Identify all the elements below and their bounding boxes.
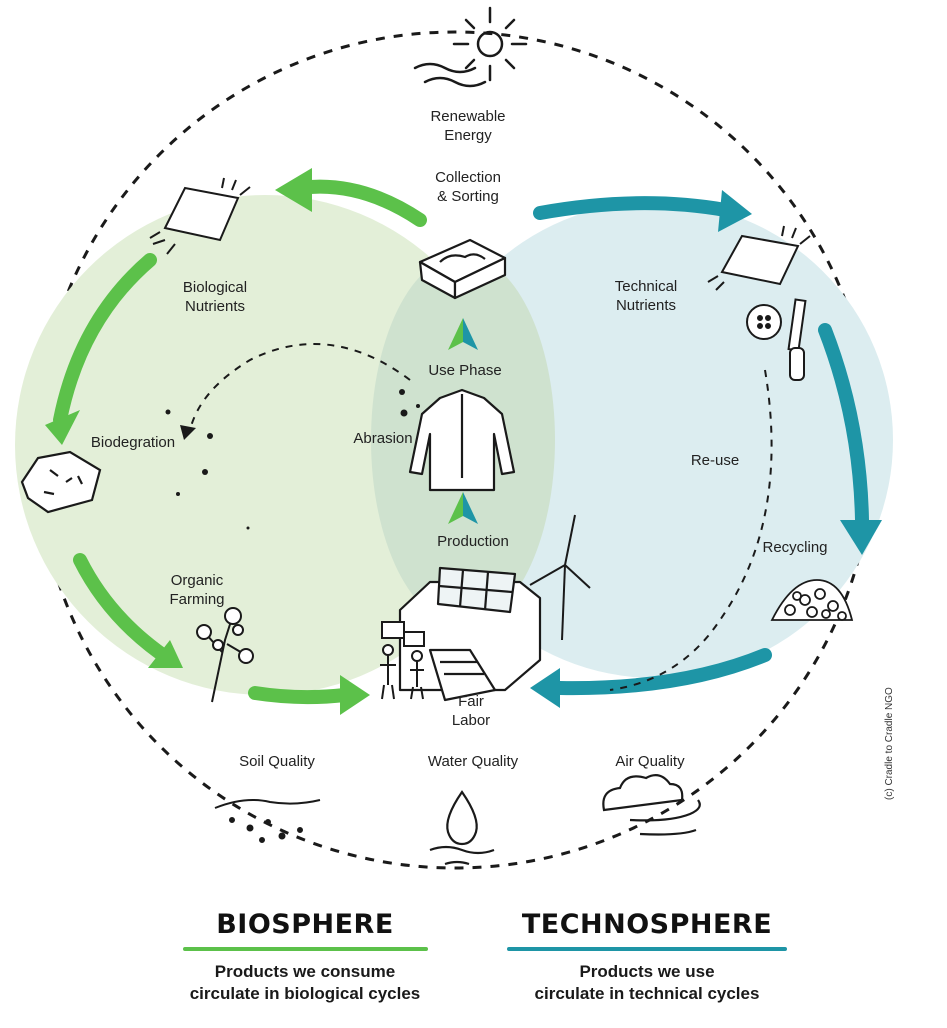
workers-icon xyxy=(380,621,425,700)
button-zipper-icon xyxy=(746,298,807,381)
pellets-icon xyxy=(770,579,854,621)
fabric-icon xyxy=(149,177,251,255)
use-phase-label: Use Phase xyxy=(428,362,502,379)
technosphere-line-2: circulate in technical cycles xyxy=(534,984,760,1003)
wind-turbine-icon xyxy=(529,514,591,641)
abrasion-arrowhead xyxy=(180,425,196,440)
re-use-dashed-loop xyxy=(609,369,773,691)
abrasion-dashed-loop xyxy=(189,343,411,431)
copyright-credit: (c) Cradle to Cradle NGO xyxy=(884,687,895,800)
biological-cycle-arrows xyxy=(53,179,427,705)
re-use-label: Re-use xyxy=(690,452,740,469)
biosphere-area xyxy=(15,195,515,695)
biosphere-line-1: Products we consume xyxy=(214,962,396,981)
production-up-arrow xyxy=(448,492,478,524)
technical-arrowheads xyxy=(530,190,882,708)
technosphere-line-1: Products we use xyxy=(579,962,715,981)
technosphere-underline xyxy=(507,947,787,951)
air-quality-label: Air Quality xyxy=(615,753,685,770)
water-quality-label: Water Quality xyxy=(427,753,519,770)
sun-icon xyxy=(413,6,528,88)
biosphere-legend: BIOSPHERE Products we consume circulate … xyxy=(155,905,455,1005)
abrasion-label: Abrasion xyxy=(353,430,413,447)
technosphere-legend: TECHNOSPHERE Products we use circulate i… xyxy=(497,905,797,1005)
jacket-icon xyxy=(408,388,516,492)
cloud-wind-icon xyxy=(602,773,701,836)
box-icon xyxy=(418,238,507,300)
cradle-to-cradle-diagram xyxy=(15,6,893,870)
biosphere-title: BIOSPHERE xyxy=(216,909,394,940)
soil-quality-label: Soil Quality xyxy=(239,753,315,770)
water-drop-icon xyxy=(429,790,495,866)
collection-sorting-label: Collection& Sorting xyxy=(435,169,501,205)
cotton-plant-icon xyxy=(196,607,254,703)
biosphere-underline xyxy=(182,947,428,951)
biosphere-line-2: circulate in biological cycles xyxy=(189,984,421,1003)
recycling-label: Recycling xyxy=(762,539,828,556)
production-label: Production xyxy=(437,533,509,550)
use-phase-up-arrow xyxy=(448,318,478,350)
factory-icon xyxy=(398,566,542,702)
technosphere-title: TECHNOSPHERE xyxy=(521,909,773,940)
technical-cycle-arrows xyxy=(533,196,869,696)
fabric-icon xyxy=(707,225,811,291)
rock-icon xyxy=(20,450,102,514)
biological-arrowheads xyxy=(45,168,370,715)
soil-icon xyxy=(214,799,321,843)
biodegration-label: Biodegration xyxy=(90,434,176,451)
abrasion-particles xyxy=(165,389,420,530)
